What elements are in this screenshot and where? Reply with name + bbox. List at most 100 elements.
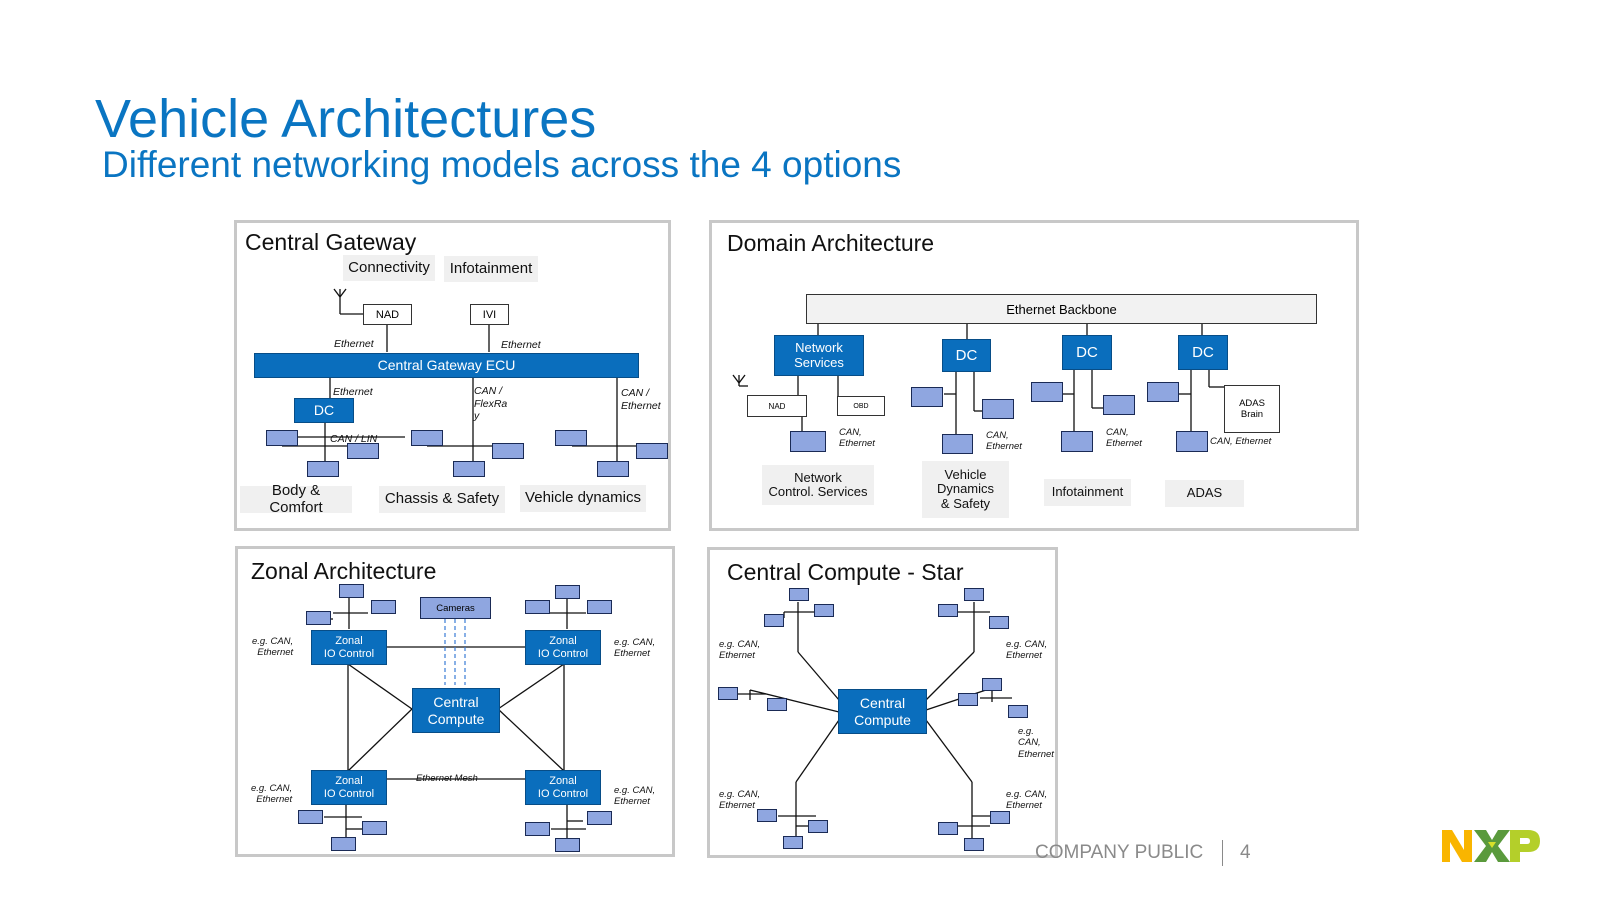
nxp-logo [1442,830,1540,862]
eg-can-ethernet-label: e.g. CAN, Ethernet [252,636,294,659]
ecu-node [1103,395,1135,415]
ecu-node [331,837,356,851]
dc-box: DC [294,398,354,423]
eg-can-ethernet-label: e.g. CAN, Ethernet [1006,789,1048,812]
network-control-label: Network Control. Services [762,465,874,505]
body-comfort-label: Body & Comfort [240,482,352,515]
vehicle-dynamics-safety-label: Vehicle Dynamics & Safety [922,461,1009,518]
ecu-node [789,588,809,601]
ecu-node [362,821,387,835]
ecu-node [1061,431,1093,452]
zonal-architecture-panel: Zonal Architecture Cameras Zonal IO Cont… [235,546,675,857]
infotainment-label: Infotainment [1044,479,1131,506]
dc-box: DC [942,339,991,372]
ecu-node [911,387,943,407]
ivi-box: IVI [470,304,509,325]
can-ethernet-label: CAN, Ethernet [986,430,1022,453]
ethernet-label: Ethernet [333,386,373,398]
ecu-node [587,600,612,614]
ecu-node [371,600,396,614]
adas-brain-box: ADAS Brain [1224,385,1280,433]
ecu-node [718,687,738,700]
chassis-safety-label: Chassis & Safety [379,486,505,513]
eg-can-ethernet-label: e.g. CAN, Ethernet [251,783,293,806]
panel-title: Central Gateway [245,229,417,255]
ecu-node [525,600,550,614]
ecu-node [757,809,777,822]
eg-can-ethernet-label: e.g. CAN, Ethernet [1018,726,1054,760]
can-ethernet-label: CAN, Ethernet [1210,436,1272,447]
zonal-io-control: Zonal IO Control [311,770,387,805]
can-ethernet-label: CAN / Ethernet [621,387,661,412]
page-subtitle: Different networking models across the 4… [102,144,902,185]
can-lin-label: CAN / LIN [330,433,378,445]
ecu-node [1031,382,1063,402]
footer-divider [1222,840,1223,866]
cameras-box: Cameras [420,597,491,619]
ecu-node [555,585,580,599]
ecu-node [964,588,984,601]
connectivity-label: Connectivity [343,255,435,281]
central-compute-box: Central Compute [412,688,500,733]
ecu-node [982,399,1014,419]
ethernet-mesh-label: Ethernet Mesh [416,773,478,784]
ecu-node [306,611,331,625]
ecu-node [790,431,826,452]
ecu-node [958,693,978,706]
ecu-node [964,838,984,851]
page-title: Vehicle Architectures [95,89,597,149]
panel-title: Domain Architecture [727,230,935,256]
ecu-node [783,836,803,849]
eg-can-ethernet-label: e.g. CAN, Ethernet [1006,639,1048,662]
zonal-io-control: Zonal IO Control [525,770,601,805]
ecu-node [764,614,784,627]
zonal-links [324,596,586,839]
page-number: 4 [1240,842,1251,863]
ecu-node [982,678,1002,691]
vehicle-dynamics-label: Vehicle dynamics [520,485,646,512]
ecu-node [307,461,339,477]
ecu-node [1176,431,1208,452]
ecu-node [1008,705,1028,718]
ecu-node [492,443,524,459]
eg-can-ethernet-label: e.g. CAN, Ethernet [614,637,656,660]
domain-links [732,323,1225,435]
nad-box: NAD [747,395,807,417]
central-compute-box: Central Compute [838,689,927,734]
ethernet-backbone: Ethernet Backbone [806,294,1317,324]
infotainment-label: Infotainment [444,256,538,282]
eg-can-ethernet-label: e.g. CAN, Ethernet [719,639,761,662]
ethernet-label: Ethernet [501,339,541,351]
adas-label: ADAS [1165,480,1244,507]
ecu-node [989,616,1009,629]
ecu-node [814,604,834,617]
ecu-node [555,838,580,852]
ecu-node [767,698,787,711]
ecu-node [347,443,379,459]
eg-can-ethernet-label: e.g. CAN, Ethernet [614,785,656,808]
network-services-box: Network Services [774,335,864,376]
classification-label: COMPANY PUBLIC [1035,842,1204,863]
ecu-node [938,822,958,835]
ecu-node [266,430,298,446]
ecu-node [990,811,1010,824]
central-gateway-panel: Central Gateway Connectivity Infotainmen… [234,220,671,531]
ecu-node [942,434,973,454]
can-ethernet-label: CAN, Ethernet [839,427,875,450]
ecu-node [339,584,364,598]
ethernet-label: Ethernet [334,338,374,350]
can-flexray-label: CAN / FlexRa y [474,385,508,423]
zonal-io-control: Zonal IO Control [311,630,387,665]
can-ethernet-label: CAN, Ethernet [1106,427,1142,450]
ecu-node [1147,382,1179,402]
ecu-node [298,810,323,824]
panel-title: Zonal Architecture [251,558,437,584]
ecu-node [453,461,485,477]
domain-architecture-panel: Domain Architecture Ethernet Backbone Ne… [709,220,1359,531]
nad-box: NAD [363,304,412,325]
dc-box: DC [1062,335,1112,370]
ecu-node [597,461,629,477]
central-compute-star-panel: Central Compute - Star Central Compute e… [707,547,1058,858]
dc-box: DC [1178,335,1228,370]
ecu-node [525,822,550,836]
